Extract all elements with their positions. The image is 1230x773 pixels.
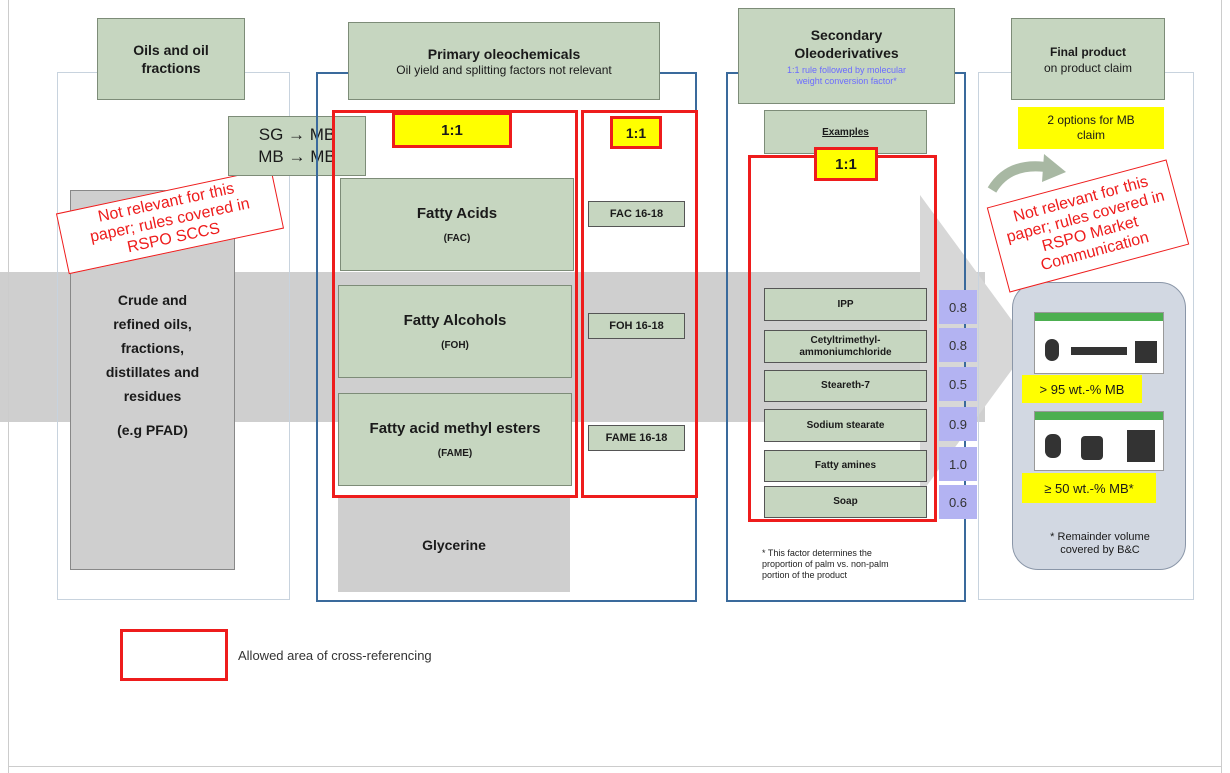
claim-50: ≥ 50 wt.-% MB* [1022,473,1156,503]
final-title: Final product [1050,44,1126,59]
secondary-header: Secondary Oleoderivatives 1:1 rule follo… [738,8,955,104]
final-header: Final product on product claim [1011,18,1165,100]
primary-item-name: Fatty Acids [416,205,498,222]
oils-example: (e.g PFAD) [117,422,188,438]
primary-item-fatty-alcohols: Fatty Alcohols (FOH) [338,285,572,378]
example-sodium-stearate: Sodium stearate [764,409,927,442]
glycerine-box: Glycerine [338,498,570,592]
secondary-subtitle-line1: 1:1 rule followed by molecular [786,64,907,75]
example-cetyltrimethyl: Cetyltrimethyl-ammoniumchloride [764,330,927,363]
secondary-footnote: * This factor determines the proportion … [762,548,932,581]
product-image-2 [1034,411,1164,471]
remainder-line1: * Remainder volume [1050,531,1150,543]
footnote-line: * This factor determines the [762,548,872,558]
example-soap: Soap [764,486,927,518]
oils-body-line: Crude and [117,292,188,308]
factor-ipp: 0.8 [939,290,977,324]
code-foh: FOH 16-18 [588,313,685,339]
legend-swatch [120,629,228,681]
primary-title: Primary oleochemicals [427,45,581,62]
final-options-box: 2 options for MB claim [1018,107,1164,149]
factor-steareth: 0.5 [939,367,977,401]
oils-body-line: refined oils, [113,316,192,332]
examples-label: Examples [822,127,869,138]
oils-body-line: residues [123,388,182,404]
primary-ratio-left: 1:1 [392,112,512,148]
footnote-line: proportion of palm vs. non-palm [762,559,889,569]
page-right-border [1221,0,1222,773]
oils-body-line: fractions, [120,340,184,356]
secondary-title-line1: Secondary [810,26,883,43]
primary-cross-ref-area-left [332,110,578,498]
primary-item-fatty-acids: Fatty Acids (FAC) [340,178,574,271]
curved-arrow [987,154,1066,193]
example-steareth: Steareth-7 [764,370,927,402]
product-image-1 [1034,312,1164,374]
oils-header-line2: fractions [141,60,201,76]
oils-header: Oils and oil fractions [97,18,245,100]
secondary-ratio: 1:1 [814,147,878,181]
factor-cetyltrimethyl: 0.8 [939,328,977,362]
oils-body-line: distillates and [105,364,200,380]
oils-header-line1: Oils and oil [133,42,209,58]
secondary-subtitle-line2: weight conversion factor* [796,75,897,86]
footnote-line: portion of the product [762,570,848,580]
primary-item-name: Fatty Alcohols [403,312,507,329]
primary-subtitle: Oil yield and splitting factors not rele… [396,62,612,77]
code-fame: FAME 16-18 [588,425,685,451]
claim-95: > 95 wt.-% MB [1022,375,1142,403]
factor-sodium-stearate: 0.9 [939,407,977,441]
glycerine-label: Glycerine [422,537,486,553]
oils-body-text: Crude and refined oils, fractions, disti… [70,288,235,442]
code-fac: FAC 16-18 [588,201,685,227]
examples-box: Examples [764,110,927,154]
primary-item-name: Fatty acid methyl esters [369,420,541,437]
remainder-line2: covered by B&C [1060,544,1140,556]
page-left-border [8,0,9,773]
example-ipp: IPP [764,288,927,321]
factor-soap: 0.6 [939,485,977,519]
example-fatty-amines: Fatty amines [764,450,927,482]
primary-item-abbr: (FAC) [443,233,471,244]
primary-item-abbr: (FOH) [441,340,469,351]
page-bottom-border [8,766,1222,767]
primary-item-fame: Fatty acid methyl esters (FAME) [338,393,572,486]
primary-ratio-right: 1:1 [610,116,662,149]
final-options-line1: 2 options for MB [1047,113,1135,127]
primary-item-abbr: (FAME) [437,448,473,459]
primary-cross-ref-area-right [581,110,698,498]
final-subtitle: on product claim [1043,60,1133,75]
remainder-note: * Remainder volume covered by B&C [1020,531,1180,557]
final-options-line2: claim [1076,128,1105,142]
legend-label: Allowed area of cross-referencing [238,648,432,663]
factor-fatty-amines: 1.0 [939,447,977,481]
primary-header: Primary oleochemicals Oil yield and spli… [348,22,660,100]
secondary-title-line2: Oleoderivatives [794,44,899,61]
